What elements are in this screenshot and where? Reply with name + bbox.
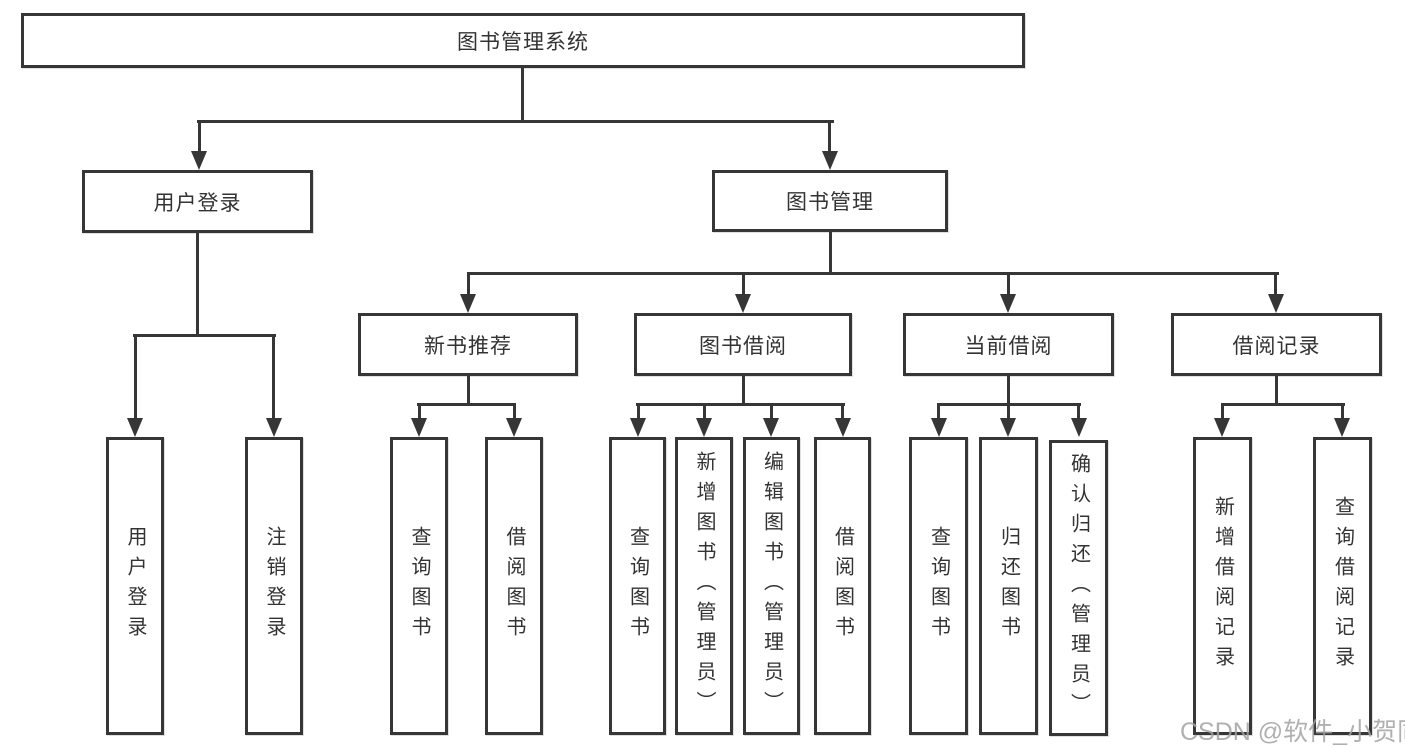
connector-line (134, 334, 137, 419)
arrow-down-icon (1000, 294, 1016, 313)
connector-line (467, 272, 1279, 275)
connector-line (828, 120, 831, 153)
arrow-down-icon (630, 418, 646, 437)
leaf-query-books-borrow: 查询图书 (609, 437, 666, 735)
arrow-down-icon (735, 294, 751, 313)
connector-line (937, 403, 940, 419)
arrow-down-icon (931, 418, 947, 437)
arrow-down-icon (1214, 418, 1230, 437)
leaf-user-login: 用户登录 (106, 437, 164, 735)
connector-line (467, 376, 470, 405)
connector-line (841, 403, 844, 419)
connector-line (198, 120, 201, 153)
leaf-label: 借阅图书 (831, 526, 854, 646)
node-label: 图书管理 (786, 191, 874, 214)
leaf-query-borrow-record: 查询借阅记录 (1313, 437, 1372, 735)
arrow-down-icon (822, 151, 838, 170)
leaf-label: 确认归还（管理员） (1067, 453, 1090, 723)
leaf-label: 查询借阅记录 (1331, 496, 1354, 676)
connector-line (196, 233, 199, 337)
leaf-query-books-recommend: 查询图书 (390, 437, 448, 735)
connector-line (197, 120, 834, 123)
node-label: 图书管理系统 (457, 30, 589, 54)
connector-line (742, 272, 745, 296)
connector-line (417, 403, 516, 406)
leaf-borrow-books: 借阅图书 (814, 437, 871, 735)
arrow-down-icon (696, 418, 712, 437)
connector-line (829, 232, 832, 274)
node-library-management-system: 图书管理系统 (21, 13, 1025, 68)
connector-line (521, 68, 524, 123)
connector-line (1077, 403, 1080, 419)
node-new-book-recommendation: 新书推荐 (358, 313, 578, 376)
leaf-add-borrow-record: 新增借阅记录 (1193, 437, 1252, 735)
leaf-add-books-admin: 新增图书（管理员） (675, 437, 733, 735)
connector-line (418, 403, 421, 419)
arrow-down-icon (506, 418, 522, 437)
arrow-down-icon (460, 294, 476, 313)
connector-line (1274, 272, 1277, 296)
connector-line (133, 334, 276, 337)
connector-line (1007, 272, 1010, 296)
arrow-down-icon (1268, 294, 1284, 313)
node-label: 用户登录 (153, 191, 242, 215)
leaf-label: 编辑图书（管理员） (760, 451, 783, 721)
connector-line (1221, 403, 1224, 419)
leaf-borrow-books-recommend: 借阅图书 (485, 437, 543, 735)
leaf-label: 查询图书 (626, 526, 649, 646)
leaf-label: 新增图书（管理员） (693, 451, 715, 721)
node-book-borrowing: 图书借阅 (634, 313, 852, 376)
connector-line (272, 334, 275, 419)
leaf-label: 查询图书 (408, 526, 430, 646)
node-book-management: 图书管理 (712, 170, 948, 232)
leaf-query-books-current: 查询图书 (909, 437, 968, 735)
arrow-down-icon (1071, 418, 1087, 437)
leaf-label: 注销登录 (263, 526, 285, 646)
node-label: 借阅记录 (1232, 334, 1321, 358)
leaf-label: 用户登录 (124, 526, 146, 646)
arrow-down-icon (835, 418, 851, 437)
connector-line (1007, 376, 1010, 405)
node-label: 当前借阅 (964, 334, 1053, 358)
leaf-label: 借阅图书 (503, 526, 525, 646)
connector-line (1341, 403, 1344, 419)
arrow-down-icon (127, 418, 143, 437)
node-label: 图书借阅 (699, 334, 787, 358)
connector-line (1221, 403, 1345, 406)
arrow-down-icon (411, 418, 427, 437)
connector-line (513, 403, 516, 419)
leaf-label: 归还图书 (997, 526, 1020, 646)
connector-line (467, 272, 470, 296)
leaf-confirm-return-admin: 确认归还（管理员） (1049, 440, 1108, 736)
connector-line (637, 403, 640, 419)
arrow-down-icon (1000, 418, 1016, 437)
arrow-down-icon (1334, 418, 1350, 437)
arrow-down-icon (266, 418, 282, 437)
node-user-login: 用户登录 (82, 170, 313, 233)
leaf-label: 新增借阅记录 (1211, 496, 1234, 676)
arrow-down-icon (191, 151, 207, 170)
node-current-borrowing: 当前借阅 (903, 313, 1114, 376)
node-borrowing-records: 借阅记录 (1171, 313, 1382, 376)
watermark-text: CSDN @软件_小贺同学 (1180, 718, 1405, 746)
connector-line (1007, 403, 1010, 419)
leaf-return-books: 归还图书 (979, 437, 1038, 735)
connector-line (770, 403, 773, 419)
connector-line (703, 403, 706, 419)
node-label: 新书推荐 (424, 334, 512, 358)
connector-line (636, 403, 845, 406)
connector-line (742, 376, 745, 405)
leaf-edit-books-admin: 编辑图书（管理员） (743, 437, 800, 735)
leaf-logout-login: 注销登录 (245, 437, 303, 735)
arrow-down-icon (763, 418, 779, 437)
connector-line (1275, 376, 1278, 405)
leaf-label: 查询图书 (927, 526, 950, 646)
